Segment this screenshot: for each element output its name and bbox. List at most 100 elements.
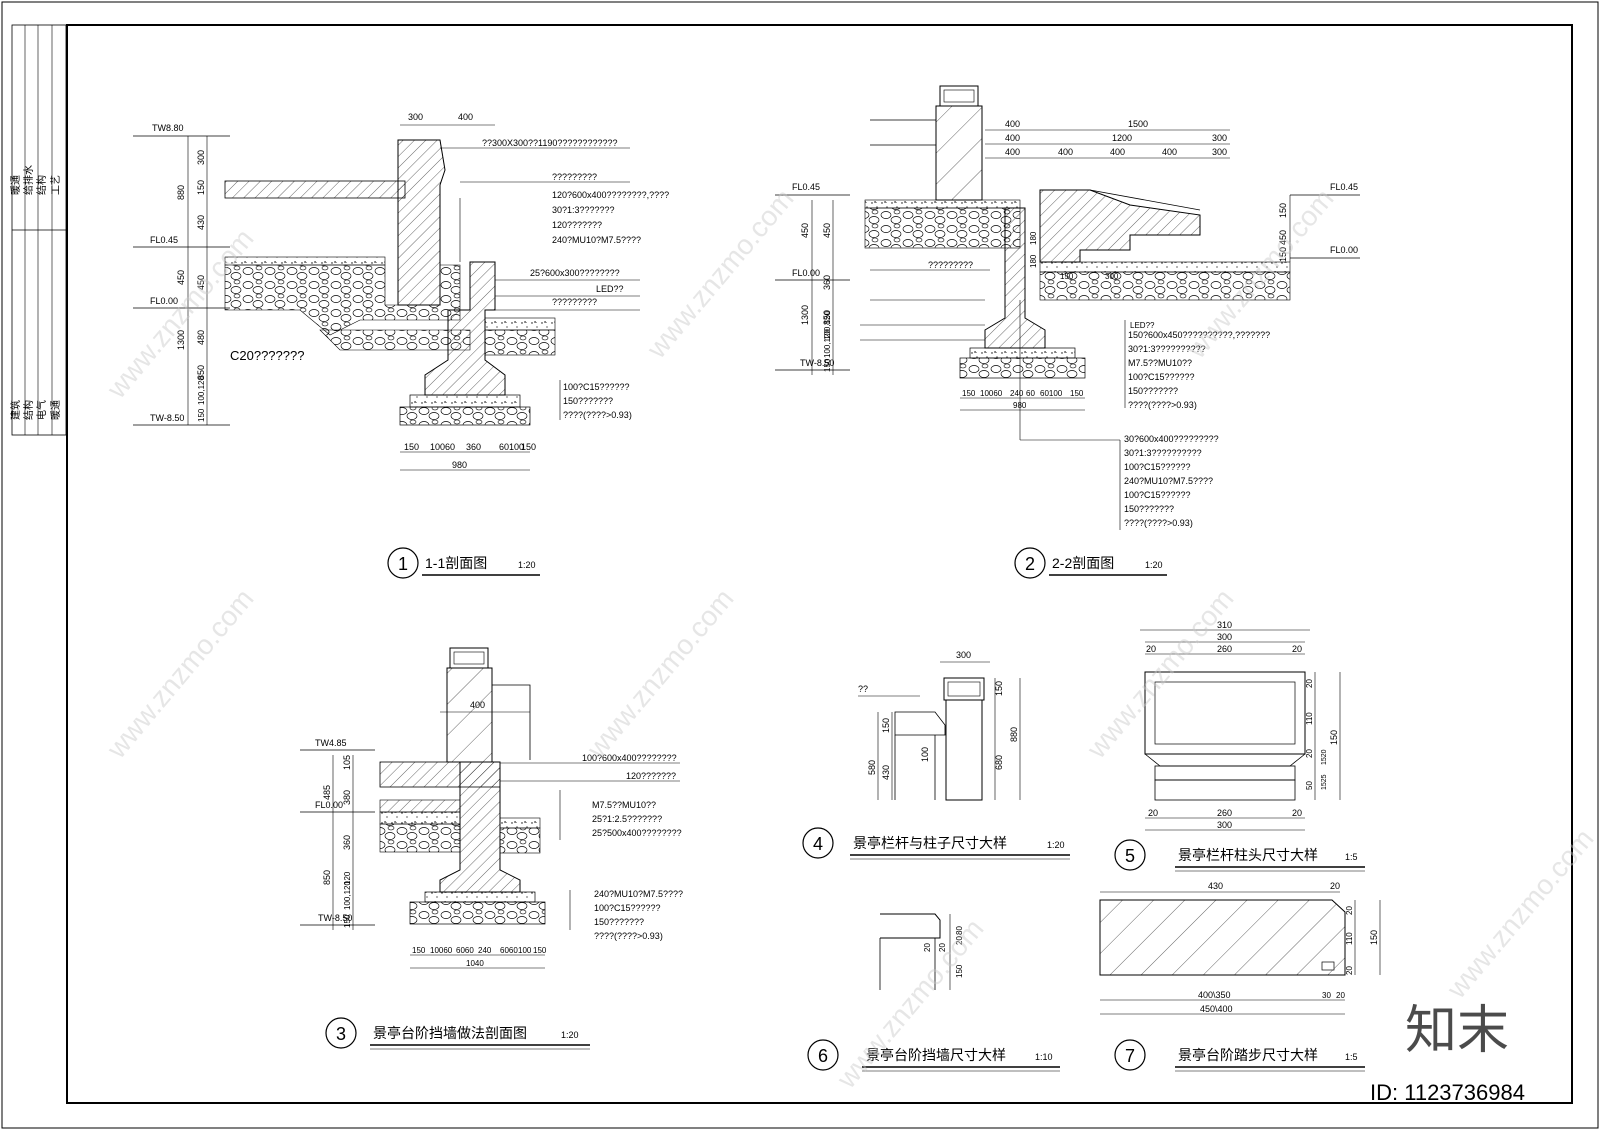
view-1-section: TW8.80 FL0.45 FL0.00 TW-8.50 880 450 130…	[133, 112, 669, 471]
view1-bottom-dim-1: 150	[404, 442, 419, 452]
view5-title-num: 5	[1125, 846, 1135, 866]
view-3-section: TW4.85 FL0.00 TW-8.50 485 850 105 380 36…	[300, 647, 683, 969]
view2-bottom-dim-4: 60	[1026, 389, 1035, 398]
view4-post	[945, 699, 983, 801]
view2-note-r5: 150???????	[1128, 386, 1178, 396]
view1-note-6: 240?MU10?M7.5????	[552, 235, 641, 245]
view2-dim-outer-2: 1300	[800, 305, 810, 325]
view6-coping	[880, 913, 941, 939]
view2-right-dim-2: 450	[1278, 230, 1288, 245]
view1-note-9: ?????????	[552, 297, 597, 307]
view3-note-4: 25?1:2.5???????	[592, 814, 662, 824]
view3-title-num: 3	[336, 1024, 346, 1044]
view1-note-7: 25?600x300????????	[530, 268, 620, 278]
view1-dim-outer-2: 450	[176, 270, 186, 285]
view3-dim-outer-1: 485	[322, 785, 332, 800]
view2-level-1: FL0.45	[792, 182, 820, 192]
view5-cap-base	[1154, 765, 1296, 781]
view1-level-1: TW8.80	[152, 123, 184, 133]
view3-dim-inner-5: 100,120	[343, 881, 352, 910]
view4-left-dim-1: 150	[881, 718, 891, 733]
view4-left-total: 580	[867, 760, 877, 775]
view1-title-scale: 1:20	[518, 560, 536, 570]
view6-left-dim-1: 20	[923, 943, 932, 952]
view2-dim-inner-5: 100,120	[823, 329, 832, 358]
view2-title: 2-2剖面图	[1052, 555, 1114, 571]
view5-bottom-dim-2: 260	[1217, 808, 1232, 818]
watermark-logo: 知末	[1405, 1002, 1509, 1060]
view3-note-8: 150???????	[594, 917, 644, 927]
view2-right-level-1: FL0.45	[1330, 182, 1358, 192]
view3-note-6: 240?MU10?M7.5????	[594, 889, 683, 899]
view4-mid-dim: 100	[920, 747, 930, 762]
view3-column	[446, 667, 493, 763]
view6-title: 景亭台阶挡墙尺寸大样	[866, 1047, 1006, 1063]
view2-top-dim-3-3: 400	[1110, 147, 1125, 157]
view7-title-scale: 1:5	[1345, 1052, 1358, 1062]
view3-dim-inner-4: 120	[343, 871, 352, 885]
view7-top-dim-1: 430	[1208, 881, 1223, 891]
view7-title-num: 7	[1125, 1046, 1135, 1066]
view6-right-dim-2: 20	[955, 936, 964, 945]
view7-tread-block	[1099, 899, 1346, 976]
view3-dim-inner-2: 380	[342, 790, 352, 805]
view5-top-dim-3-1: 20	[1146, 644, 1156, 654]
view1-title-bubble	[387, 547, 419, 579]
tb-cell-1: 暖通	[9, 175, 22, 195]
title-block: 暖通 给排水 结构 工艺 建筑 结构 电气 暖通	[9, 24, 67, 436]
view1-railing-bar	[224, 180, 406, 199]
view4-right-dim-1: 150	[994, 681, 1004, 696]
view3-bottom-dim-6: 100	[518, 946, 532, 955]
view3-note-1: 100?600x400????????	[582, 753, 677, 763]
view2-level-2: FL0.00	[792, 268, 820, 278]
view3-gravel-left	[379, 823, 461, 853]
view1-dim-inner-4: 450	[196, 275, 206, 290]
watermark-text-6: www.znzmo.com	[1080, 583, 1239, 765]
view1-slab-finish	[224, 256, 386, 266]
view7-bottom-total: 450\400	[1200, 1004, 1233, 1014]
view3-dim-inner-6: 150	[343, 914, 352, 928]
view5-bottom-dim-1: 20	[1148, 808, 1158, 818]
view1-level-2: FL0.45	[150, 235, 178, 245]
view2-title-bubble	[1014, 547, 1046, 579]
view2-dim-inner-6: 150	[823, 358, 832, 372]
view1-notes: ??300X300??1190???????????? ????????? 12…	[440, 138, 669, 420]
view3-dim-inner-1: 105	[342, 755, 352, 770]
tb-cell-8: 暖通	[49, 400, 62, 420]
view2-bottom-dim-6: 150	[1070, 389, 1084, 398]
view1-dim-outer-1: 880	[176, 185, 186, 200]
view2-bottom-dim-3: 240	[1010, 389, 1024, 398]
view1-footing-gravel	[399, 406, 531, 426]
view2-right-dim-3: 150	[1278, 247, 1288, 262]
view3-dim-inner-3: 360	[342, 835, 352, 850]
view6-left-dim-2: 20	[938, 943, 947, 952]
view6-right-dim-1: 80	[955, 926, 964, 935]
view3-title-bubble	[325, 1017, 357, 1049]
view2-note-b7: ????(????>0.93)	[1124, 518, 1193, 528]
view5-right-small-1: 1525	[1321, 774, 1328, 790]
view5-top-dim-2: 300	[1217, 632, 1232, 642]
view6-title-num: 6	[818, 1046, 828, 1066]
view3-bottom-dim-7: 150	[533, 946, 547, 955]
view6-title-scale: 1:10	[1035, 1052, 1053, 1062]
view2-bottom-total: 980	[1013, 401, 1027, 410]
view2-column	[935, 105, 983, 201]
view1-note-2: ?????????	[552, 172, 597, 182]
view2-note-b3: 100?C15??????	[1124, 462, 1191, 472]
view2-led-label: LED??	[1130, 321, 1155, 330]
view1-top-dim-1: 300	[408, 112, 423, 122]
view1-note-4: 30?1:3???????	[552, 205, 615, 215]
view2-inner-label: ?????????	[928, 260, 973, 270]
inner-border	[66, 24, 1573, 1104]
view2-top-dim-3-4: 400	[1162, 147, 1177, 157]
watermark-text-4: www.znzmo.com	[100, 583, 259, 765]
view1-title: 1-1剖面图	[425, 555, 487, 571]
view2-top-dim-3-2: 400	[1058, 147, 1073, 157]
view3-bottom-total: 1040	[466, 959, 484, 968]
view5-right-dim-2: 110	[1305, 712, 1314, 725]
view5-bottom-dim-3: 20	[1292, 808, 1302, 818]
view-5-detail: 310 300 20 260 20 20 110 20 50 150 1525 …	[1140, 620, 1341, 831]
view3-level-3: TW-8.50	[318, 913, 352, 923]
view3-column-cap	[449, 647, 489, 669]
